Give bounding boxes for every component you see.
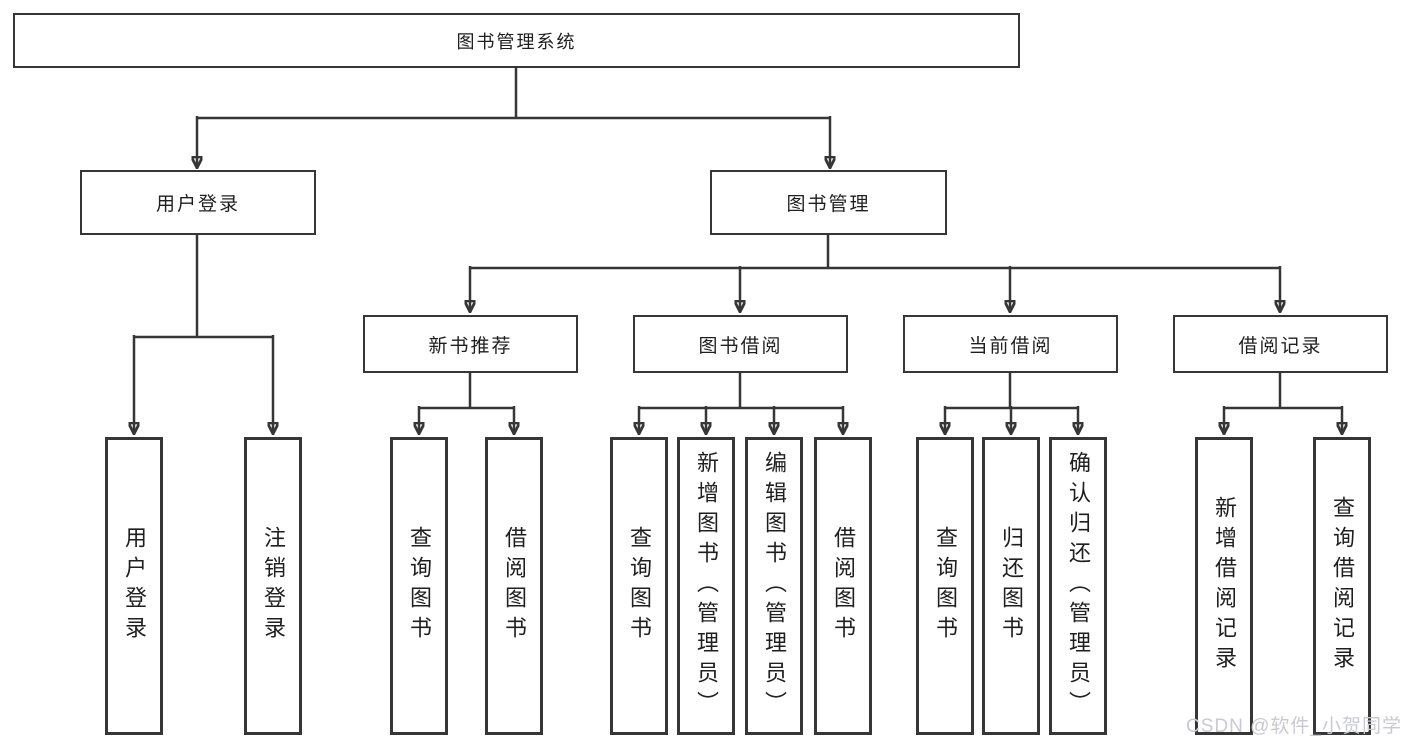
node-label: 当前借阅 bbox=[968, 335, 1053, 357]
node-label: 新增图书（管理员） bbox=[694, 451, 719, 721]
node-leaf-query-books-2: 查询图书 bbox=[610, 437, 668, 735]
node-label: 确认归还（管理员） bbox=[1066, 451, 1091, 721]
node-label: 借阅图书 bbox=[831, 526, 856, 646]
node-leaf-add-books-admin: 新增图书（管理员） bbox=[677, 437, 735, 735]
node-leaf-query-borrow-record: 查询借阅记录 bbox=[1313, 437, 1371, 735]
node-leaf-confirm-return-admin: 确认归还（管理员） bbox=[1049, 437, 1107, 735]
node-leaf-borrow-books-2: 借阅图书 bbox=[814, 437, 872, 735]
node-label: 注销登录 bbox=[261, 526, 286, 646]
node-label: 查询图书 bbox=[933, 526, 958, 646]
node-label: 图书管理 bbox=[786, 194, 871, 215]
node-label: 查询图书 bbox=[407, 526, 432, 646]
node-label: 查询借阅记录 bbox=[1330, 496, 1355, 676]
node-leaf-add-borrow-record: 新增借阅记录 bbox=[1195, 437, 1253, 735]
node-library-management-system: 图书管理系统 bbox=[13, 13, 1020, 68]
node-new-book-recommend: 新书推荐 bbox=[363, 315, 578, 373]
connector-borrow-records bbox=[1224, 373, 1342, 434]
node-label: 用户登录 bbox=[155, 194, 240, 215]
node-label: 归还图书 bbox=[999, 526, 1024, 646]
node-leaf-return-books: 归还图书 bbox=[982, 437, 1040, 735]
node-leaf-logout: 注销登录 bbox=[244, 437, 302, 735]
node-book-borrowing: 图书借阅 bbox=[633, 315, 848, 373]
connector-book-borrowing bbox=[639, 373, 843, 434]
node-leaf-borrow-books-1: 借阅图书 bbox=[485, 437, 543, 735]
node-label: 新书推荐 bbox=[428, 335, 513, 357]
node-leaf-edit-books-admin: 编辑图书（管理员） bbox=[745, 437, 803, 735]
node-label: 借阅图书 bbox=[502, 526, 527, 646]
node-label: 新增借阅记录 bbox=[1212, 496, 1237, 676]
node-label: 图书管理系统 bbox=[456, 31, 577, 52]
node-borrow-records: 借阅记录 bbox=[1173, 315, 1388, 373]
connector-current-borrowing bbox=[945, 373, 1078, 434]
node-label: 图书借阅 bbox=[698, 335, 783, 357]
node-label: 编辑图书（管理员） bbox=[762, 451, 787, 721]
node-current-borrowing: 当前借阅 bbox=[903, 315, 1118, 373]
node-leaf-user-login: 用户登录 bbox=[105, 437, 163, 735]
node-label: 用户登录 bbox=[122, 526, 147, 646]
csdn-watermark: CSDN @软件_小贺同学 bbox=[1186, 716, 1402, 737]
node-label: 查询图书 bbox=[627, 526, 652, 646]
node-leaf-query-books-1: 查询图书 bbox=[390, 437, 448, 735]
node-label: 借阅记录 bbox=[1238, 335, 1323, 357]
connector-root bbox=[197, 68, 830, 168]
connector-user-login bbox=[134, 235, 273, 434]
connector-book-management bbox=[470, 235, 1280, 312]
node-book-management: 图书管理 bbox=[710, 170, 947, 235]
node-user-login: 用户登录 bbox=[80, 170, 316, 235]
node-leaf-query-books-3: 查询图书 bbox=[916, 437, 974, 735]
connector-new-book-recommend bbox=[419, 373, 514, 434]
